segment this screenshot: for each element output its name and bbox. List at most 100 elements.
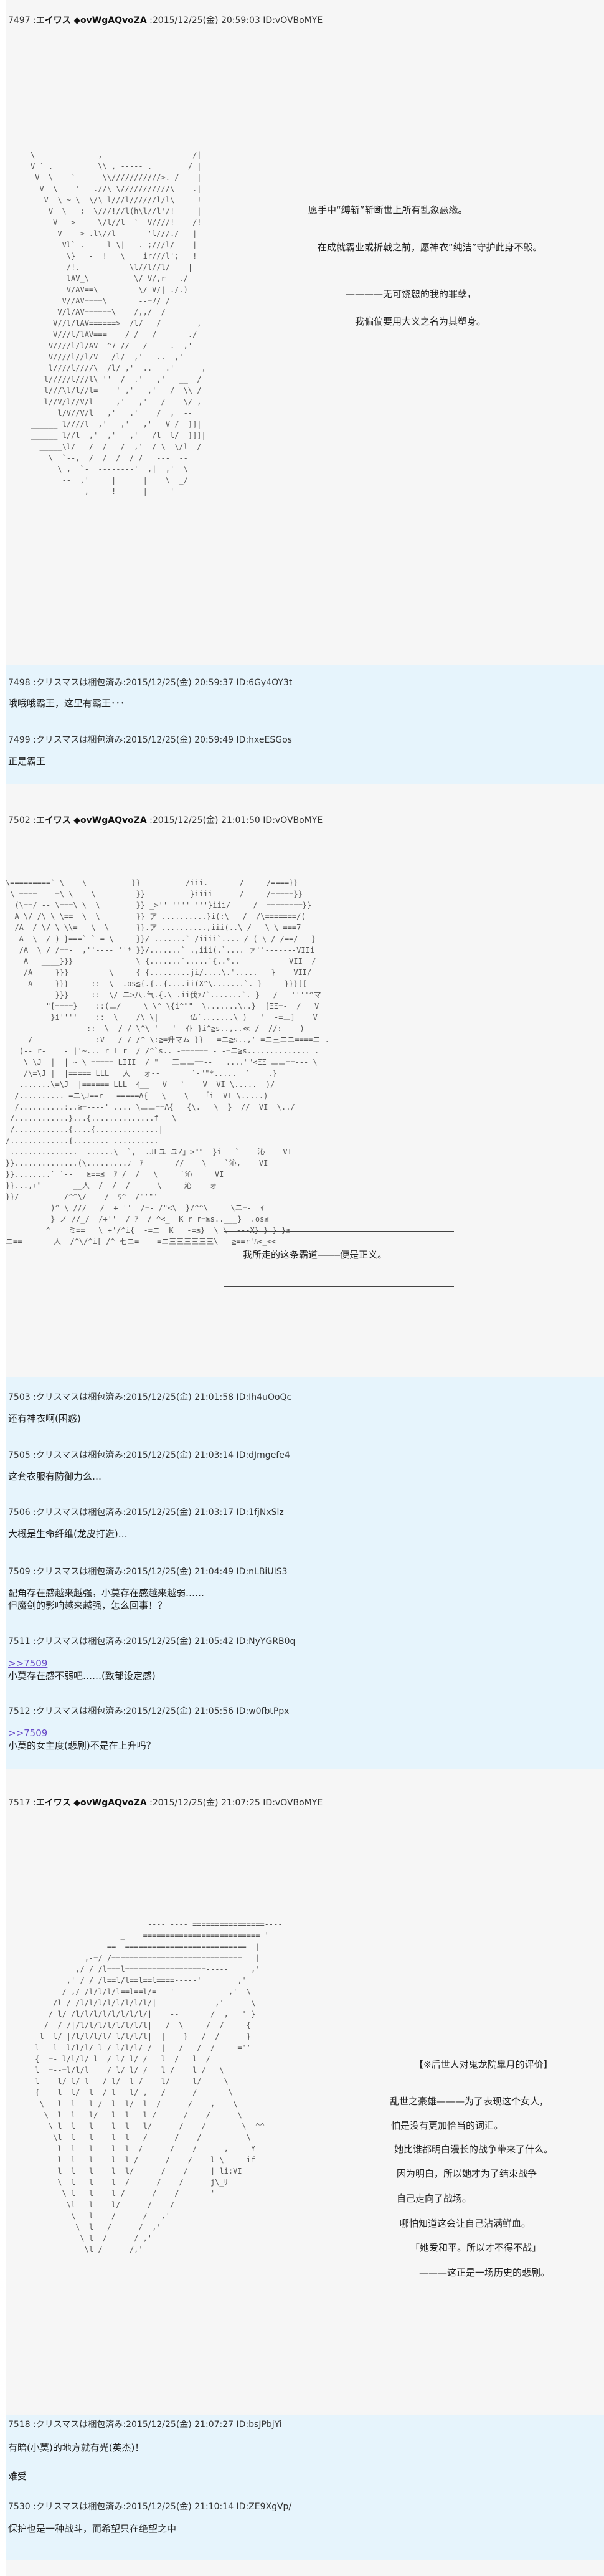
post-number[interactable]: 7499 xyxy=(8,735,31,745)
reply-link[interactable]: >>7509 xyxy=(8,1658,48,1669)
post-number[interactable]: 7506 xyxy=(8,1508,31,1518)
aa-caption: 在成就霸业或折戟之前，愿神衣“纯洁”守护此身不毁。 xyxy=(318,242,542,253)
poster-id: ID:dJmgefe4 xyxy=(236,1450,290,1460)
post-body: 小莫的女主度(悲剧)不是在上升吗？ xyxy=(8,1740,156,1751)
post-body: 但魔剑的影响越来越强，怎么回事！？ xyxy=(8,1600,168,1611)
aa-caption: 她比谁都明白漫长的战争带来了什么。 xyxy=(394,2144,554,2155)
post-header: 7518 :クリスマスは梱包済み:2015/12/25(金) 21:07:27 … xyxy=(8,2420,282,2430)
aa-caption: 【※后世人对鬼龙院皐月的评价】 xyxy=(414,2059,553,2070)
post-number[interactable]: 7512 xyxy=(8,1706,31,1716)
aa-caption: 我所走的这条霸道————便是正义。 xyxy=(243,1249,387,1260)
speech-box xyxy=(224,1231,454,1287)
post-body: 哦哦哦霸王，这里有霸王･･･ xyxy=(8,698,125,709)
post-body: 小莫存在感不弱吧……(致郁设定感) xyxy=(8,1670,156,1681)
post-body: 有暗(小莫)的地方就有光(英杰)！ xyxy=(8,2442,144,2453)
poster-id: ID:6Gy4OY3t xyxy=(236,678,293,688)
poster-id: ID:NyYGRB0q xyxy=(236,1637,296,1647)
poster-name: クリスマスは梱包済み xyxy=(35,735,123,745)
post-header: 7498 :クリスマスは梱包済み:2015/12/25(金) 20:59:37 … xyxy=(8,678,293,688)
post-header: 7502 :エイワス ◆ovWgAQvoZA :2015/12/25(金) 21… xyxy=(8,815,323,825)
post-header: 7530 :クリスマスは梱包済み:2015/12/25(金) 21:10:14 … xyxy=(8,2502,292,2512)
post-body: 配角存在感越来越强，小莫存在感越来越弱…… xyxy=(8,1587,205,1599)
post-number[interactable]: 7498 xyxy=(8,678,31,688)
poster-name: エイワス xyxy=(35,815,71,825)
post-date: 2015/12/25(金) 21:03:14 xyxy=(126,1450,234,1460)
tripcode: ◆ovWgAQvoZA xyxy=(73,815,147,825)
reply-link[interactable]: >>7509 xyxy=(8,1728,48,1739)
poster-id: ID:ZE9XgVp/ xyxy=(236,2502,292,2512)
tripcode: ◆ovWgAQvoZA xyxy=(73,16,147,26)
post-header: 7497 :エイワス ◆ovWgAQvoZA :2015/12/25(金) 20… xyxy=(8,16,323,26)
aa-caption: 我偏偏要用大义之名为其塑身。 xyxy=(355,316,486,327)
post-header: 7505 :クリスマスは梱包済み:2015/12/25(金) 21:03:14 … xyxy=(8,1450,290,1460)
post-date: 2015/12/25(金) 20:59:37 xyxy=(126,678,234,688)
aa-caption: 愿手中“缚斩”斩断世上所有乱象恶缘。 xyxy=(308,204,468,216)
poster-id: ID:nLBiUIS3 xyxy=(236,1567,288,1577)
post-7497: 7497 :エイワス ◆ovWgAQvoZA :2015/12/25(金) 20… xyxy=(6,0,604,665)
post-number[interactable]: 7518 xyxy=(8,2420,31,2430)
post-body: 大概是生命纤维(龙皮打造)… xyxy=(8,1528,128,1539)
poster-name: クリスマスは梱包済み xyxy=(35,1450,123,1460)
left-margin xyxy=(0,0,6,2576)
post-body: 难受 xyxy=(8,2471,27,2482)
post-date: 2015/12/25(金) 21:04:49 xyxy=(126,1567,234,1577)
poster-name: クリスマスは梱包済み xyxy=(35,2502,123,2512)
aa-caption: ————无可饶恕的我的罪孽， xyxy=(346,288,477,300)
aa-caption: 自己走向了战场。 xyxy=(397,2193,472,2204)
post-date: 2015/12/25(金) 21:05:42 xyxy=(126,1637,234,1647)
post-header: 7511 :クリスマスは梱包済み:2015/12/25(金) 21:05:42 … xyxy=(8,1637,296,1647)
post-header: 7506 :クリスマスは梱包済み:2015/12/25(金) 21:03:17 … xyxy=(8,1508,284,1518)
post-7517: 7517 :エイワス ◆ovWgAQvoZA :2015/12/25(金) 21… xyxy=(6,1769,604,2415)
post-body: 还有神衣啊(困惑) xyxy=(8,1413,81,1424)
post-number[interactable]: 7497 xyxy=(8,16,31,26)
post-date: 2015/12/25(金) 20:59:03 xyxy=(152,16,260,26)
aa-caption: ———这正是一场历史的悲剧。 xyxy=(419,2267,550,2278)
reply-group: 7518 :クリスマスは梱包済み:2015/12/25(金) 21:07:27 … xyxy=(6,2415,604,2560)
aa-caption: 乱世之豪雄———为了表现这个女人， xyxy=(390,2096,549,2107)
poster-id: ID:vOVBoMYE xyxy=(263,1798,323,1808)
poster-id: ID:bsJPbjYi xyxy=(236,2420,282,2430)
aa-caption: 「她爱和平。所以才不得不战」 xyxy=(410,2242,542,2253)
post-date: 2015/12/25(金) 21:07:27 xyxy=(126,2420,234,2430)
poster-name: クリスマスは梱包済み xyxy=(35,1706,123,1716)
poster-name: エイワス xyxy=(35,16,71,26)
post-body: 保护也是一种战斗，而希望只在绝望之中 xyxy=(8,2523,177,2534)
aa-caption: 怕是没有更加恰当的词汇。 xyxy=(391,2120,504,2131)
aa-caption: 哪怕知道这会让自己沾满鲜血。 xyxy=(400,2218,531,2229)
post-date: 2015/12/25(金) 21:03:17 xyxy=(126,1508,234,1518)
poster-name: クリスマスは梱包済み xyxy=(35,1508,123,1518)
poster-name: クリスマスは梱包済み xyxy=(35,2420,123,2430)
post-header: 7503 :クリスマスは梱包済み:2015/12/25(金) 21:01:58 … xyxy=(8,1392,292,1402)
poster-name: クリスマスは梱包済み xyxy=(35,1392,123,1402)
ascii-art: \=========` \ \ }} /iii. / /====}} \ ===… xyxy=(6,877,454,1287)
poster-id: ID:hxeESGos xyxy=(236,735,292,745)
ascii-art: \ , /| V ` . \\ , ----- . / | V \ ` \\//… xyxy=(31,151,206,496)
post-number[interactable]: 7503 xyxy=(8,1392,31,1402)
post-number[interactable]: 7509 xyxy=(8,1567,31,1577)
reply-group: 7498 :クリスマスは梱包済み:2015/12/25(金) 20:59:37 … xyxy=(6,665,604,784)
poster-name: クリスマスは梱包済み xyxy=(35,1567,123,1577)
post-number[interactable]: 7505 xyxy=(8,1450,31,1460)
post-header: 7517 :エイワス ◆ovWgAQvoZA :2015/12/25(金) 21… xyxy=(8,1798,323,1808)
post-number[interactable]: 7511 xyxy=(8,1637,31,1647)
post-body: 这套衣服有防御力么… xyxy=(8,1471,102,1482)
post-number[interactable]: 7530 xyxy=(8,2502,31,2512)
poster-id: ID:1fjNxSlz xyxy=(236,1508,284,1518)
post-header: 7512 :クリスマスは梱包済み:2015/12/25(金) 21:05:56 … xyxy=(8,1706,290,1716)
post-body: 正是霸王 xyxy=(8,756,46,767)
ascii-art: ---- ---- ================---- _ ---====… xyxy=(35,1920,283,2254)
post-number[interactable]: 7502 xyxy=(8,815,31,825)
post-date: 2015/12/25(金) 20:59:49 xyxy=(126,735,234,745)
aa-caption: 因为明白，所以她才为了结束战争 xyxy=(397,2168,537,2179)
tripcode: ◆ovWgAQvoZA xyxy=(73,1798,147,1808)
post-number[interactable]: 7517 xyxy=(8,1798,31,1808)
post-date: 2015/12/25(金) 21:01:58 xyxy=(126,1392,234,1402)
post-7502: 7502 :エイワス ◆ovWgAQvoZA :2015/12/25(金) 21… xyxy=(6,784,604,1377)
post-date: 2015/12/25(金) 21:01:50 xyxy=(152,815,260,825)
poster-name: クリスマスは梱包済み xyxy=(35,1637,123,1647)
poster-id: ID:Ih4uOoQc xyxy=(236,1392,292,1402)
poster-name: エイワス xyxy=(35,1798,71,1808)
post-header: 7499 :クリスマスは梱包済み:2015/12/25(金) 20:59:49 … xyxy=(8,735,292,745)
reply-group: 7503 :クリスマスは梱包済み:2015/12/25(金) 21:01:58 … xyxy=(6,1377,604,1769)
post-date: 2015/12/25(金) 21:05:56 xyxy=(126,1706,234,1716)
